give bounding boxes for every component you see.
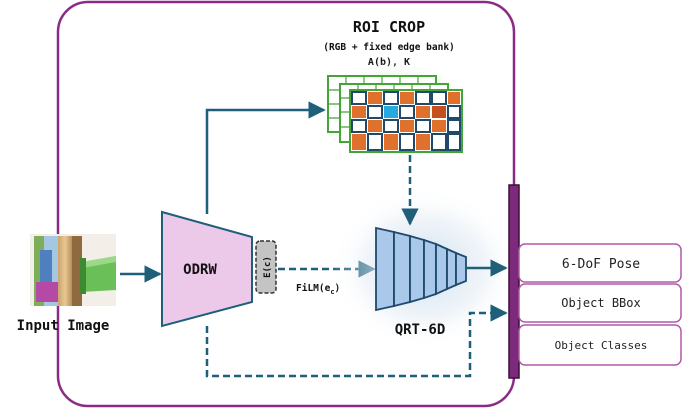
output-box-pose <box>518 243 682 283</box>
output-box-bbox <box>518 283 682 323</box>
output-box-classes <box>518 324 682 366</box>
film-label-sub: c <box>330 288 334 296</box>
roi-grid-cells <box>351 91 461 151</box>
roi-title: ROI CROP <box>353 18 425 36</box>
qrt-6d-block <box>375 226 467 312</box>
roi-subtitle: (RGB + fixed edge bank) <box>323 42 455 53</box>
qrt-label: QRT-6D <box>395 322 446 338</box>
arrow-skip-connection <box>205 304 508 378</box>
ec-box <box>255 240 277 294</box>
roi-grid-stack <box>327 75 463 153</box>
ec-label: E(c) <box>263 256 273 278</box>
output-label-classes: Object Classes <box>555 339 648 352</box>
input-image-label: Input Image <box>17 318 110 334</box>
odrw-label: ODRW <box>183 262 217 278</box>
output-bar <box>508 184 520 379</box>
odrw-block <box>161 210 253 328</box>
output-boxes: 6-DoF Pose Object BBox Object Classes <box>518 243 682 366</box>
film-label-main: FiLM(e <box>296 283 331 294</box>
input-image <box>30 234 116 306</box>
output-label-pose: 6-DoF Pose <box>562 257 640 272</box>
arrow-odrw-to-roi <box>205 101 326 214</box>
output-label-bbox: Object BBox <box>561 296 640 310</box>
